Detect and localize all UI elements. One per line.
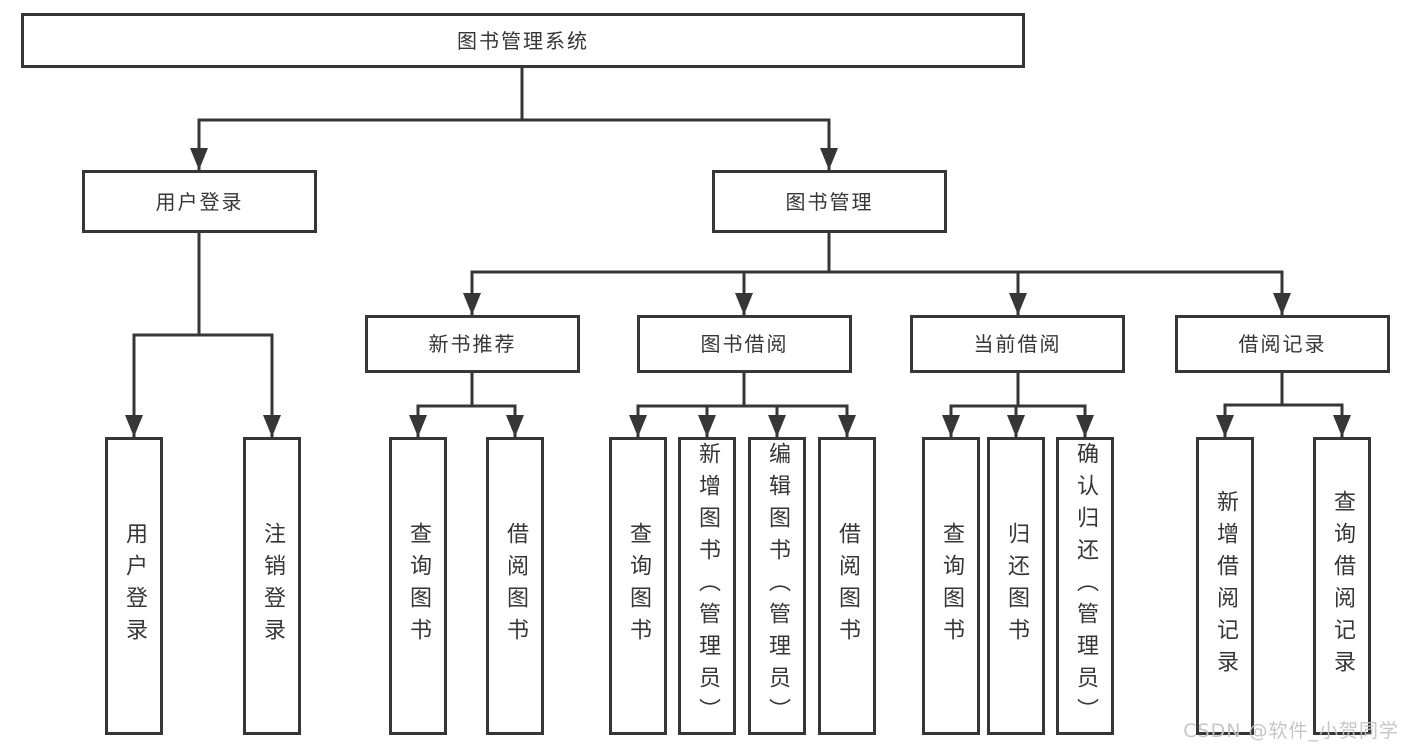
leaf-query-books-recommend: 查询图书	[389, 437, 447, 735]
leaf-confirm-return-admin: 确认归还（管理员）	[1056, 437, 1114, 735]
node-new-book-recommend: 新书推荐	[365, 315, 580, 373]
node-library-system: 图书管理系统	[21, 13, 1025, 68]
leaf-user-login: 用户登录	[105, 437, 163, 735]
leaf-label: 编辑图书（管理员）	[765, 442, 790, 730]
leaf-label: 归还图书	[1004, 522, 1029, 650]
node-user-login: 用户登录	[82, 170, 317, 233]
watermark: CSDN @软件_小贺同学	[1183, 720, 1399, 742]
leaf-return-books: 归还图书	[987, 437, 1045, 735]
leaf-label: 借阅图书	[503, 522, 528, 650]
leaf-borrow-books: 借阅图书	[818, 437, 876, 735]
node-book-borrowing: 图书借阅	[637, 315, 852, 373]
leaf-label: 借阅图书	[835, 522, 860, 650]
leaf-logout: 注销登录	[243, 437, 301, 735]
node-label: 图书管理	[785, 189, 874, 214]
leaf-label: 查询图书	[939, 522, 964, 650]
leaf-label: 查询图书	[406, 522, 431, 650]
node-current-borrowing: 当前借阅	[910, 315, 1125, 373]
leaf-label: 新增借阅记录	[1213, 490, 1238, 682]
leaf-label: 用户登录	[122, 522, 147, 650]
leaf-label: 注销登录	[260, 522, 285, 650]
leaf-add-books-admin: 新增图书（管理员）	[678, 437, 736, 735]
leaf-borrow-books-recommend: 借阅图书	[486, 437, 544, 735]
node-label: 借阅记录	[1238, 332, 1327, 356]
node-label: 用户登录	[155, 189, 244, 214]
node-label: 新书推荐	[428, 332, 517, 356]
node-label: 图书管理系统	[457, 28, 589, 53]
leaf-label: 新增图书（管理员）	[695, 442, 720, 730]
node-label: 当前借阅	[973, 332, 1062, 356]
leaf-edit-books-admin: 编辑图书（管理员）	[748, 437, 806, 735]
node-label: 图书借阅	[700, 332, 789, 356]
node-borrowing-records: 借阅记录	[1175, 315, 1390, 373]
leaf-label: 查询借阅记录	[1330, 490, 1355, 682]
leaf-query-books-current: 查询图书	[922, 437, 980, 735]
leaf-query-books-borrowing: 查询图书	[609, 437, 667, 735]
node-book-management: 图书管理	[712, 170, 947, 233]
leaf-label: 查询图书	[626, 522, 651, 650]
leaf-label: 确认归还（管理员）	[1073, 442, 1098, 730]
leaf-add-borrow-record: 新增借阅记录	[1196, 437, 1254, 735]
leaf-query-borrow-record: 查询借阅记录	[1313, 437, 1371, 735]
